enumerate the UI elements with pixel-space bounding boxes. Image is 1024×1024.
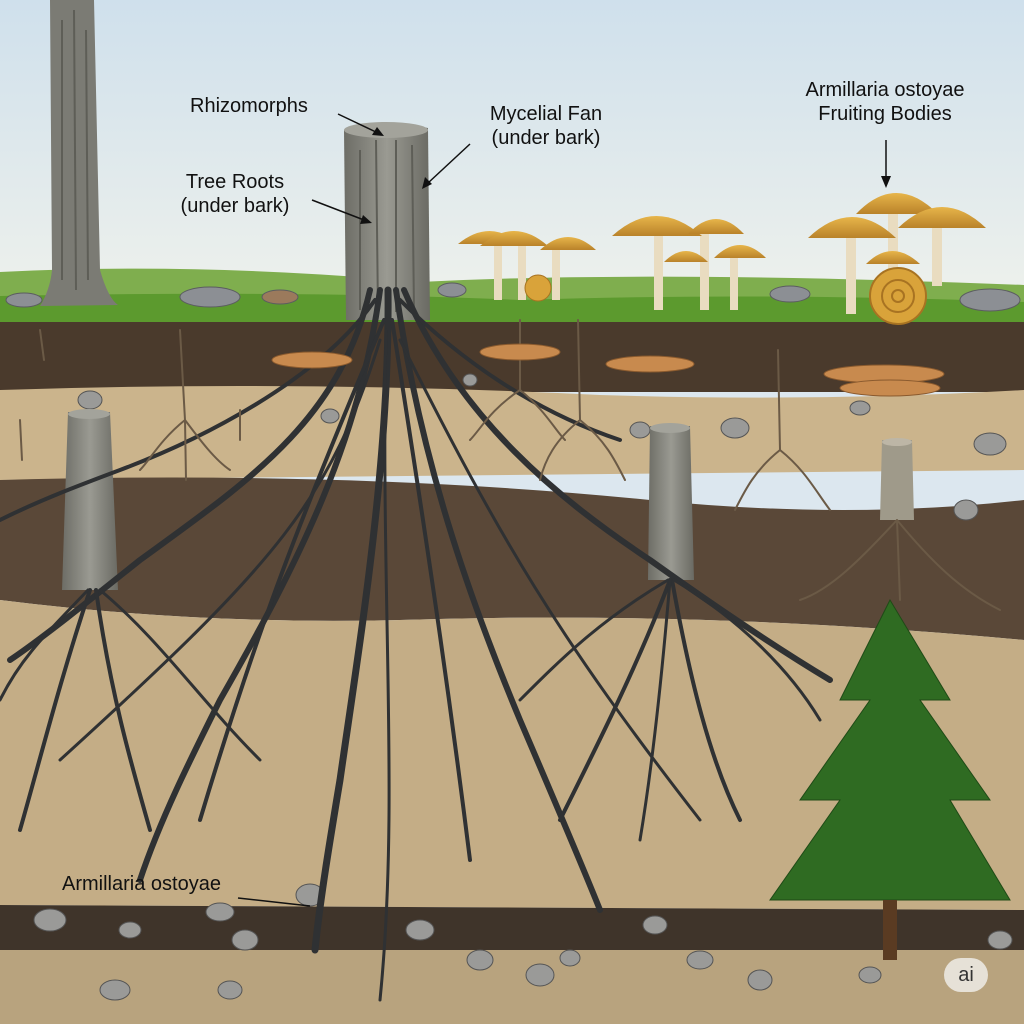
buried-stump-left — [62, 409, 118, 590]
armillaria-label: Armillaria ostoyae — [62, 873, 221, 895]
label-arrows — [237, 113, 891, 907]
mushroom-cluster-right — [808, 193, 986, 325]
buried-stump-middle — [648, 423, 694, 580]
fruiting-bodies-label: Armillaria ostoyae Fruiting Bodies — [784, 78, 986, 126]
sky — [0, 0, 1024, 300]
rhizomorph-network — [0, 286, 833, 1002]
mycelial-fan-line-2: (under bark) — [491, 127, 601, 149]
mushroom-cluster-left — [458, 231, 596, 302]
mycelial-fan-line-1: Mycelial Fan — [489, 103, 603, 125]
tree-roots-label: Tree Roots (under bark) — [166, 170, 304, 218]
buried-stump-right — [880, 438, 914, 520]
pebble-scatter — [33, 373, 1013, 1001]
gravel-band — [0, 905, 1024, 960]
fruiting-bodies-line-1: Armillaria ostoyae — [805, 79, 965, 101]
mycelial-fan-label: Mycelial Fan (under bark) — [478, 102, 614, 150]
central-stump — [344, 122, 430, 320]
surface-stones — [5, 282, 1021, 312]
tree-roots-line-1: Tree Roots — [185, 171, 285, 193]
bottom-layer — [0, 950, 1024, 1024]
rhizomorphs-label: Rhizomorphs — [190, 95, 308, 117]
tree-root-systems — [19, 319, 1001, 611]
conifer-sapling — [769, 598, 1011, 960]
grass-surface — [0, 293, 1024, 330]
tree-roots-line-2: (under bark) — [180, 195, 290, 217]
subsoil-layer — [0, 600, 1024, 910]
sandy-layer — [0, 386, 1024, 480]
shelf-fungus — [271, 343, 945, 397]
tree-trunk — [40, 0, 118, 306]
mushroom-cluster-middle — [612, 216, 766, 310]
ai-badge: ai — [944, 958, 988, 992]
dark-band-layer — [0, 477, 1024, 640]
fruiting-bodies-line-2: Fruiting Bodies — [818, 103, 952, 125]
